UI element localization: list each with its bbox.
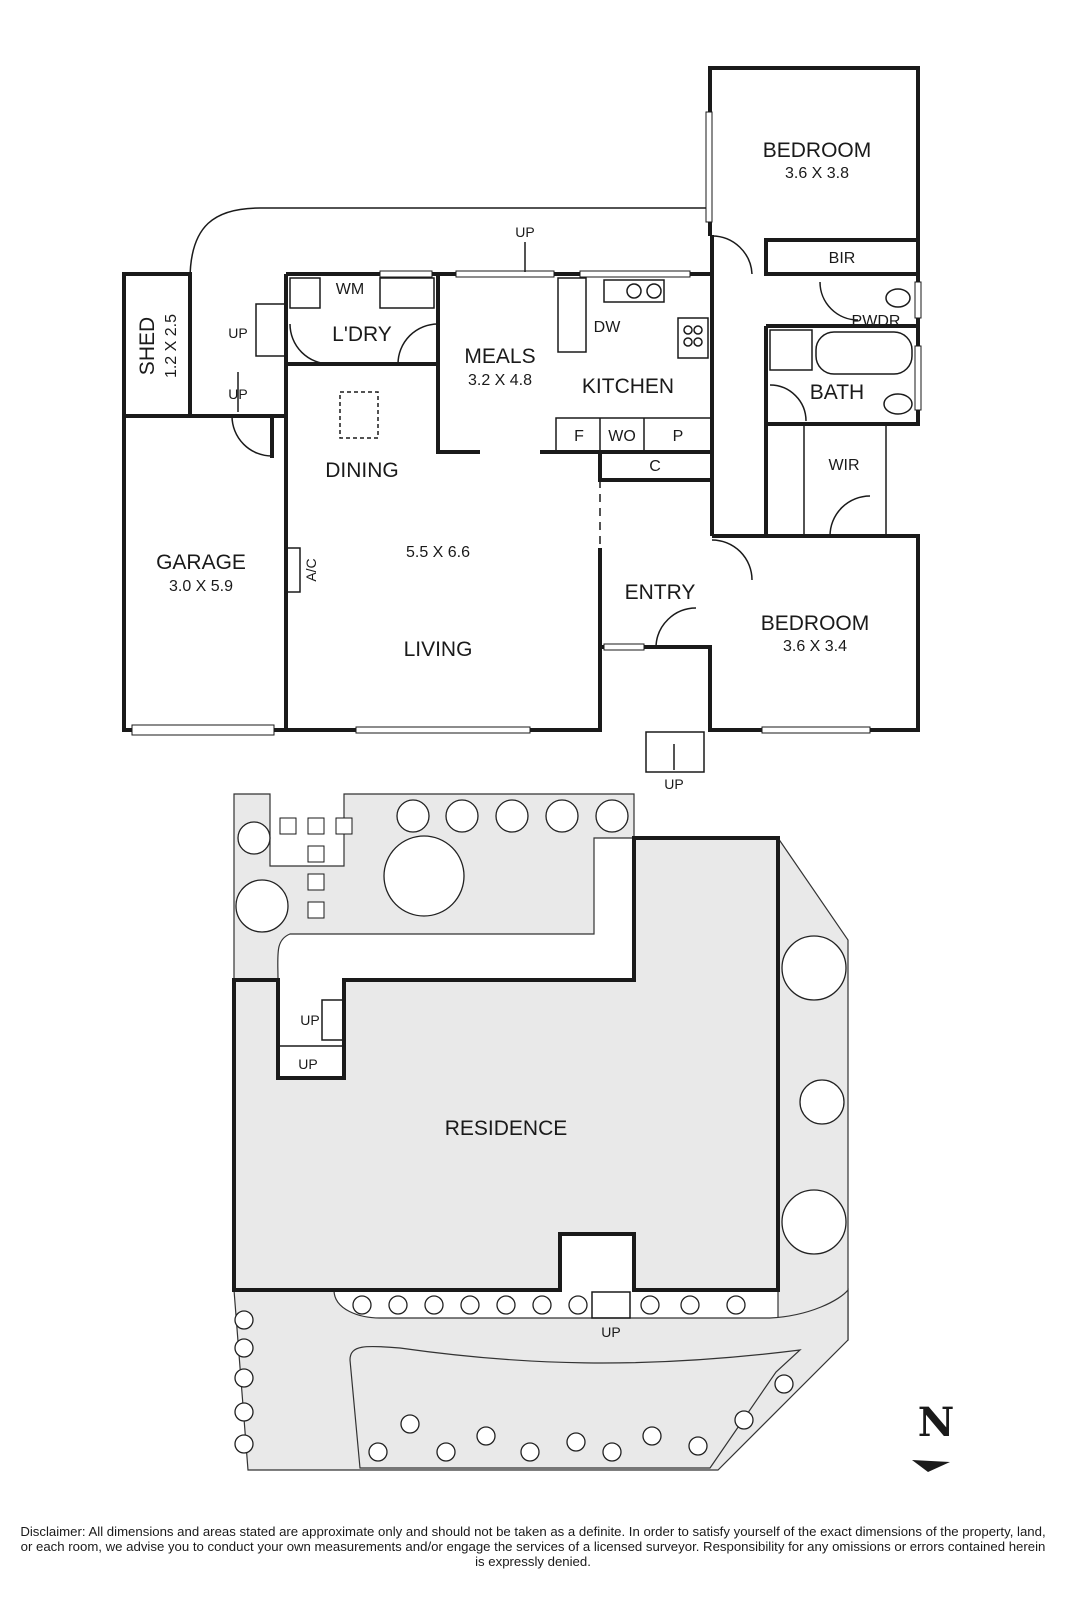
garage-walls <box>124 370 286 458</box>
entry-label: ENTRY <box>625 581 696 604</box>
kitchen-walls <box>540 450 712 647</box>
entry-window <box>603 643 645 651</box>
meals-size: 3.2 X 4.8 <box>468 372 532 389</box>
dw-label: DW <box>594 319 622 336</box>
dining-label: DINING <box>325 459 399 482</box>
bath-tub <box>815 331 913 375</box>
wm-label: WM <box>336 281 364 298</box>
laundry-trough <box>289 277 321 309</box>
laundry-walls <box>284 274 480 454</box>
bedroom-2-window <box>761 726 871 734</box>
fridge-label: F <box>574 428 584 445</box>
rear-window-3 <box>579 270 691 278</box>
kitchen-label: KITCHEN <box>582 375 674 398</box>
side-steps <box>321 999 345 1041</box>
burner <box>693 325 703 335</box>
skylight <box>339 391 379 439</box>
meals-label: MEALS <box>464 345 535 368</box>
site-plan: RESIDENCE UP UP UP N <box>232 793 955 1472</box>
sink-bowl-2 <box>646 283 662 299</box>
cooktop <box>677 317 709 359</box>
laundry-bench <box>379 277 435 309</box>
laundry-door-swing <box>289 323 331 365</box>
bath-window <box>914 345 922 411</box>
rear-verandah-outline <box>189 207 712 281</box>
pantry-label: P <box>673 428 684 445</box>
garage-label: GARAGE <box>156 551 246 574</box>
laundry-label: L'DRY <box>332 323 392 346</box>
garage-size: 3.0 X 5.9 <box>169 578 233 595</box>
rear-steps <box>255 303 287 357</box>
vanity-basin <box>883 393 913 415</box>
powder-label: PWDR <box>852 313 901 330</box>
ac-label: A/C <box>303 558 319 581</box>
bedroom-door-swing <box>711 235 753 275</box>
floor-and-site-plan: BEDROOM 3.6 X 3.8 BEDROOM 3.6 X 3.4 GARA… <box>122 66 955 1472</box>
bedroom-1-size: 3.6 X 3.8 <box>785 165 849 182</box>
garage-door-swing <box>231 415 273 457</box>
front-up-label-site: UP <box>601 1324 620 1340</box>
laundry-door-swing-2 <box>397 323 439 365</box>
shed-label: SHED <box>136 317 159 375</box>
kitchen-sink <box>603 279 665 303</box>
side-up-label-b: UP <box>298 1056 317 1072</box>
burner <box>683 325 693 335</box>
laundry-up-label: UP <box>228 325 247 341</box>
kitchen-bench <box>557 277 587 353</box>
shrubs <box>234 1295 794 1462</box>
wir-door-swing <box>829 495 871 537</box>
entry-door-swing <box>655 607 697 648</box>
pwdr-window <box>914 281 922 319</box>
rear-window-1 <box>379 270 433 278</box>
bedroom-1-label: BEDROOM <box>763 139 872 162</box>
wo-label: WO <box>608 428 636 445</box>
north-arrow-label: N <box>918 1399 955 1446</box>
sink-bowl <box>626 283 642 299</box>
toilet <box>885 288 911 308</box>
garage-up-label: UP <box>228 386 247 402</box>
bath-door-swing <box>769 384 807 422</box>
pwdr-door-swing <box>819 281 859 321</box>
pantry-cabinets <box>555 417 713 453</box>
front-garden <box>349 1345 802 1469</box>
wir-label: WIR <box>828 457 859 474</box>
house-outline <box>122 235 920 732</box>
bedroom-2-label: BEDROOM <box>761 612 870 635</box>
living-size: 5.5 X 6.6 <box>406 544 470 561</box>
disclaimer-text: Disclaimer: All dimensions and areas sta… <box>20 1524 1046 1569</box>
bath-label: BATH <box>810 381 864 404</box>
front-steps-site <box>591 1291 631 1319</box>
burner <box>693 337 703 347</box>
cupboard-label: C <box>649 458 661 475</box>
shower <box>769 329 813 371</box>
bedroom-window <box>705 111 713 223</box>
garage-door <box>131 724 275 736</box>
north-arrow-icon <box>912 1460 950 1472</box>
ac-unit <box>285 547 301 593</box>
bedroom-2-door-swing <box>711 539 753 581</box>
residence-label: RESIDENCE <box>445 1117 568 1140</box>
trees <box>235 799 847 1255</box>
bath-walls <box>764 238 920 424</box>
living-label: LIVING <box>404 638 473 661</box>
bedroom-2-size: 3.6 X 3.4 <box>783 638 847 655</box>
floor-plan: BEDROOM 3.6 X 3.8 BEDROOM 3.6 X 3.4 GARA… <box>122 66 922 792</box>
bir-label: BIR <box>829 250 856 267</box>
burner <box>683 337 693 347</box>
stepping-stones <box>279 817 353 919</box>
residence-footprint <box>232 836 780 1292</box>
rear-window-2 <box>455 270 555 278</box>
front-steps <box>645 731 705 773</box>
side-up-label-a: UP <box>300 1012 319 1028</box>
wir-shelf <box>803 423 887 537</box>
rear-deck-up-label: UP <box>515 224 534 240</box>
living-window <box>355 726 531 734</box>
front-up-label: UP <box>664 776 683 792</box>
shed-size: 1.2 X 2.5 <box>163 314 180 378</box>
